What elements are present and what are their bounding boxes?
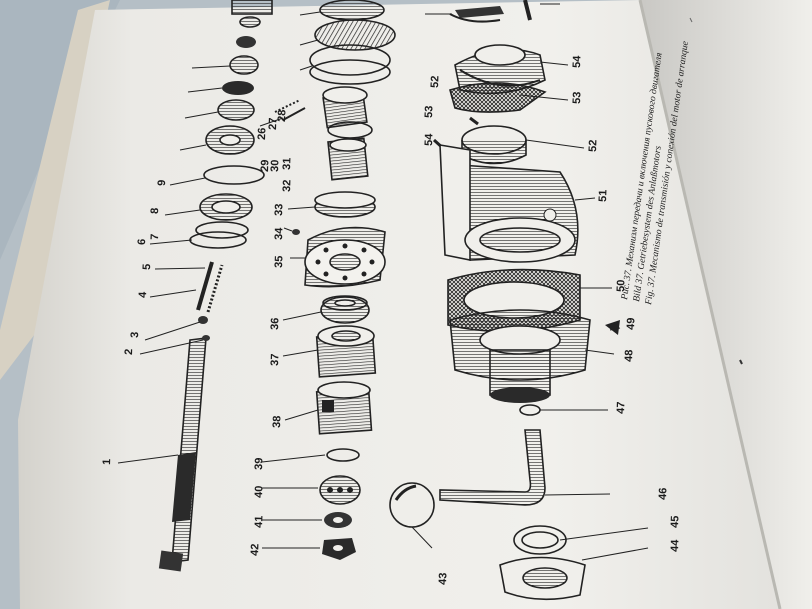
label-43: 43 [437,572,449,585]
label-44: 44 [669,539,681,553]
label-7: 7 [149,234,161,241]
part-53-gasket [449,82,569,113]
rings-6-9 [149,165,265,249]
label-36: 36 [269,317,281,330]
label-9: 9 [156,180,168,187]
label-29: 29 [259,159,271,172]
shaft-part [117,337,207,572]
label-40: 40 [253,485,265,498]
label-5: 5 [141,264,153,271]
right-page [640,0,812,609]
label-1: 1 [101,459,113,466]
part-52-ring [432,116,585,165]
part-46-tube [439,429,611,506]
label-26: 26 [256,127,268,140]
label-53: 53 [571,91,583,104]
label-28: 28 [276,109,288,122]
label-2: 2 [123,349,135,356]
label-39: 39 [253,457,265,470]
label-52: 52 [587,139,599,152]
upper-left-bearings [179,0,273,155]
label-48: 48 [623,349,635,362]
pins-26-29 [259,99,306,235]
label-30: 30 [269,159,281,172]
page-mark [739,359,743,365]
small-parts-2-3 [139,316,210,355]
label-52-upper: 52 [429,75,441,88]
parts-44-45 [499,525,649,601]
part-36-bearing [282,295,370,324]
parts-39-42 [261,448,361,560]
label-41: 41 [253,515,265,528]
page-mark-top [689,17,693,23]
pins-4-5 [149,261,224,313]
label-37: 37 [269,353,281,366]
part-48-flange [449,309,621,403]
part-35-gear [290,226,386,288]
label-33: 33 [273,203,285,216]
label-32: 32 [281,179,293,192]
label-31: 31 [281,157,293,170]
part-47-washer [519,404,608,416]
label-34: 34 [273,227,285,241]
label-45: 45 [669,515,681,528]
label-50: 50 [615,279,627,292]
label-53-upper: 53 [423,105,435,118]
gutter [638,0,782,609]
part-43-ball [389,482,435,549]
label-8: 8 [149,208,161,215]
label-54-upper: 54 [423,133,435,147]
label-27: 27 [267,117,279,130]
label-42: 42 [249,543,261,556]
left-page [18,0,780,609]
part-51-housing [439,144,596,263]
label-47: 47 [615,401,627,414]
part-33-ring [287,191,376,218]
label-49: 49 [625,317,637,330]
label-51: 51 [597,189,609,202]
label-4: 4 [137,291,149,298]
label-54: 54 [571,55,583,69]
label-38: 38 [271,415,283,428]
upper-middle-gears [299,0,396,181]
right-top-parts [425,0,560,23]
label-46: 46 [657,487,669,500]
background-shadow [0,0,120,260]
label-35: 35 [273,255,285,268]
part-38-clutch [284,381,373,435]
label-6: 6 [136,239,148,246]
part-37-gear [282,325,377,378]
callout-labels: 1 2 3 4 5 6 7 8 9 26 27 28 29 30 31 32 3… [101,55,681,586]
label-3: 3 [129,332,141,339]
